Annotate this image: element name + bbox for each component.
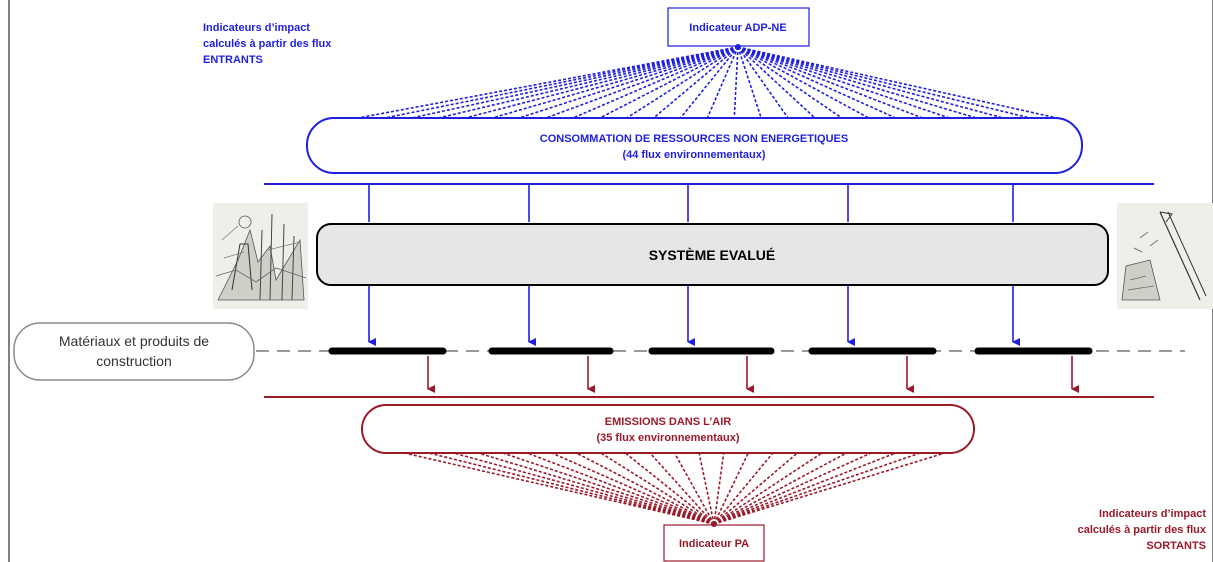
materials-box (13, 322, 255, 381)
input-flow-line (737, 46, 1067, 121)
inputs-note-line-3: ENTRANTS (203, 54, 263, 66)
input-flow-line (346, 46, 739, 121)
output-flow-line (713, 451, 949, 525)
emissions-title: EMISSIONS DANS L’AIR (605, 416, 732, 428)
output-flow-line (573, 451, 715, 525)
input-flow-line (737, 46, 873, 121)
output-flow-line (648, 451, 715, 525)
evaluated-system-box (316, 223, 1109, 286)
input-flow-line (737, 46, 929, 121)
input-flow-line (623, 46, 739, 121)
input-flow-line (650, 46, 739, 121)
output-flow-line (474, 451, 715, 525)
adp-ne-indicator-label: Indicateur ADP-NE (689, 22, 786, 34)
output-flow-line (673, 451, 715, 525)
input-flow-line (567, 46, 739, 121)
output-flow-line (713, 451, 750, 525)
input-flow-line (540, 46, 739, 121)
pa-anchor-dot (711, 521, 717, 527)
input-flow-line (705, 46, 739, 121)
output-flow-line (598, 451, 715, 525)
input-flow-line (737, 46, 846, 121)
input-flow-line (457, 46, 739, 121)
input-flow-line (737, 46, 1039, 121)
input-flow-line (737, 46, 984, 121)
outputs-note-line-1: Indicateurs d’impact (1099, 508, 1206, 520)
input-flow-line (678, 46, 739, 121)
input-flow-line (429, 46, 739, 121)
output-flows-fan (399, 451, 949, 525)
input-flow-line (485, 46, 739, 121)
output-flow-line (713, 451, 874, 525)
inputs-note-line-1: Indicateurs d’impact (203, 22, 310, 34)
output-flow-line (499, 451, 715, 525)
output-flow-line (713, 451, 775, 525)
resources-title: CONSOMMATION DE RESSOURCES NON ENERGETIQ… (540, 133, 848, 145)
resources-box (306, 117, 1083, 174)
input-flow-line (737, 46, 1011, 121)
input-flow-line (402, 46, 739, 121)
input-flow-line (733, 46, 739, 121)
output-flow-line (713, 451, 800, 525)
construction-sketch-left (213, 203, 308, 309)
input-flows-fan (346, 46, 1067, 121)
output-flow-line (713, 451, 899, 525)
input-flow-line (374, 46, 739, 121)
outputs-note-line-3: SORTANTS (1146, 540, 1206, 552)
output-flow-line (713, 451, 824, 525)
output-flow-line (424, 451, 715, 525)
evaluated-system-label: SYSTÈME EVALUÉ (649, 247, 776, 263)
output-flow-line (399, 451, 715, 525)
output-flow-line (713, 451, 725, 525)
input-flow-line (595, 46, 739, 121)
resources-subtitle: (44 flux environnementaux) (622, 149, 765, 161)
output-flow-line (713, 451, 849, 525)
emissions-box (361, 404, 975, 454)
demolition-sketch-right (1117, 203, 1213, 309)
input-flow-line (737, 46, 818, 121)
pa-indicator-label: Indicateur PA (679, 538, 749, 550)
inputs-note-line-2: calculés à partir des flux (203, 38, 332, 50)
output-flow-line (623, 451, 715, 525)
output-flow-line (524, 451, 715, 525)
emissions-subtitle: (35 flux environnementaux) (596, 432, 739, 444)
materials-label-line-1: Matériaux et produits de (59, 333, 209, 349)
output-flow-line (449, 451, 715, 525)
outputs-note-line-2: calculés à partir des flux (1078, 524, 1207, 536)
adp-ne-anchor-dot (735, 44, 741, 50)
materials-label-line-2: construction (96, 353, 171, 369)
output-flow-line (713, 451, 924, 525)
input-flow-line (737, 46, 763, 121)
input-flow-line (737, 46, 956, 121)
output-flow-line (698, 451, 715, 525)
input-flow-line (512, 46, 739, 121)
output-flow-line (549, 451, 715, 525)
